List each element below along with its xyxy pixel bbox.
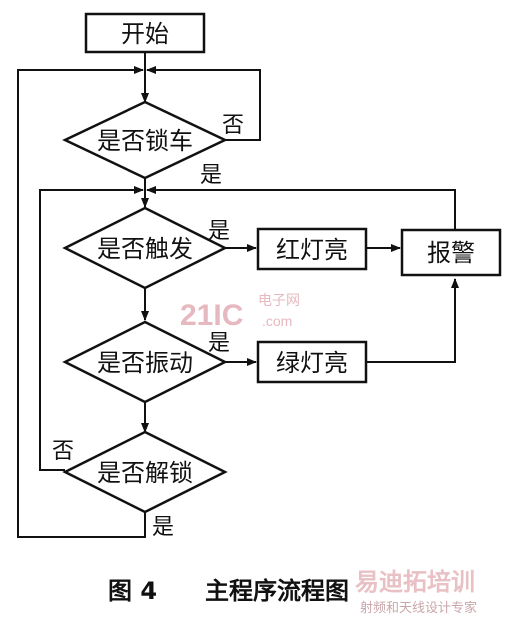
- start-node: 开始: [84, 12, 206, 54]
- red-light-label: 红灯亮: [276, 236, 348, 264]
- alarm-label: 报警: [427, 239, 475, 267]
- edge-label-lock-yes: 是: [200, 163, 222, 188]
- watermark-domain: .com: [262, 313, 292, 329]
- connectors: [17, 52, 459, 538]
- edge-label-trigger-yes: 是: [208, 219, 230, 244]
- start-label: 开始: [121, 20, 169, 48]
- green-light-node: 绿灯亮: [256, 340, 368, 384]
- watermark-yidituo: 易迪拓培训 射频和天线设计专家: [355, 568, 477, 616]
- figure-caption: 图 4 主程序流程图: [108, 577, 349, 605]
- edge-green-alarm: [366, 278, 459, 363]
- green-light-label: 绿灯亮: [276, 349, 348, 377]
- unlock-decision: 是否解锁: [62, 430, 228, 514]
- edge-alarm-loop: [146, 186, 456, 232]
- watermark-bottom-sub: 射频和天线设计专家: [360, 600, 477, 616]
- lock-decision: 是否锁车: [62, 100, 228, 180]
- trigger-decision-label: 是否触发: [97, 235, 193, 263]
- edge-label-lock-no: 否: [222, 113, 244, 138]
- edge-label-unlock-yes: 是: [152, 515, 174, 540]
- edge-lock-no: [146, 66, 261, 141]
- edge-unlock-no: [39, 186, 144, 471]
- watermark-sub: 电子网: [258, 292, 300, 308]
- caption-title: 主程序流程图: [205, 577, 349, 605]
- edge-unlock-yes: [17, 66, 146, 538]
- red-light-node: 红灯亮: [256, 227, 368, 271]
- caption-figure-number: 图 4: [108, 577, 157, 605]
- alarm-node: 报警: [400, 228, 502, 277]
- unlock-decision-label: 是否解锁: [97, 459, 193, 487]
- watermark-brand: 21IC: [180, 299, 243, 332]
- edge-label-vibration-yes: 是: [208, 331, 230, 356]
- vibration-decision-label: 是否振动: [97, 349, 193, 377]
- trigger-decision: 是否触发: [62, 206, 228, 290]
- vibration-decision: 是否振动: [62, 320, 228, 404]
- edge-label-unlock-no: 否: [52, 439, 74, 464]
- lock-decision-label: 是否锁车: [97, 127, 193, 155]
- watermark-bottom-brand: 易迪拓培训: [355, 568, 475, 596]
- watermark-21ic: 21IC 电子网 .com: [180, 292, 300, 332]
